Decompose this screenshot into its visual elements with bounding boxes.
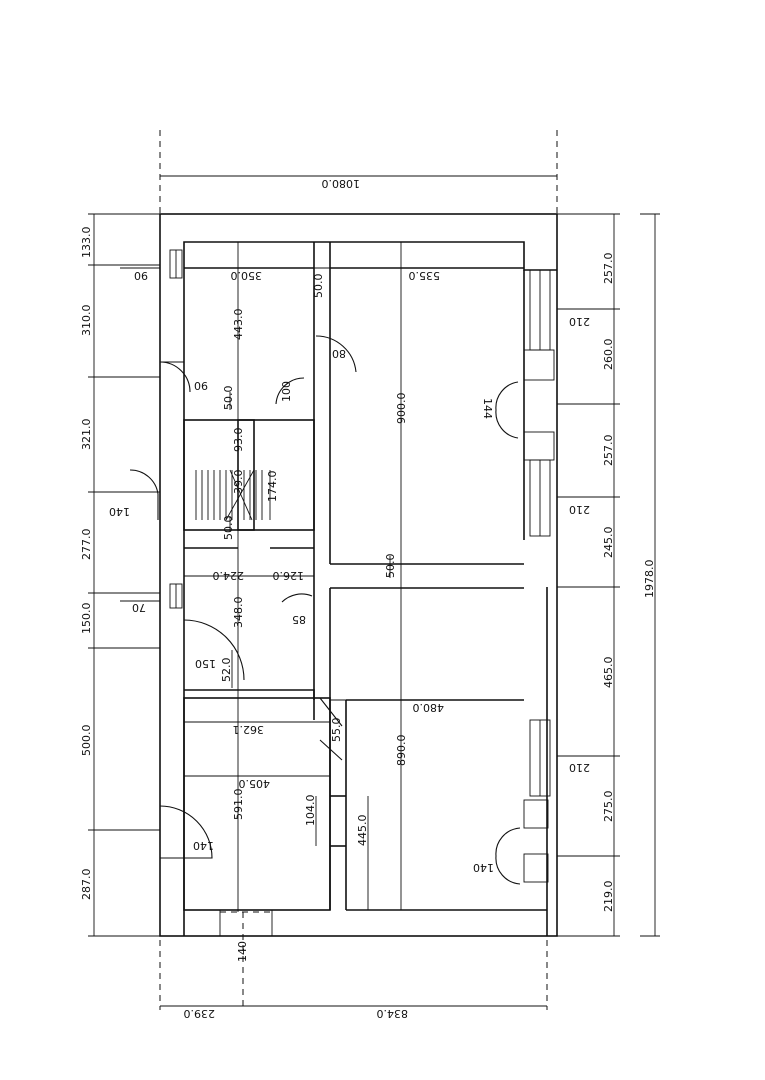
dim-room-br-depth: 890.0 xyxy=(395,735,408,767)
dim-closet-55: 55.0 xyxy=(330,718,343,743)
dim-right-6: 219.0 xyxy=(602,881,615,913)
opening-win-right-3: 210 xyxy=(569,761,590,774)
dim-room-tl-width: 350.0 xyxy=(231,269,263,282)
opening-door-100: 100 xyxy=(280,381,293,402)
dim-left-4: 150.0 xyxy=(80,603,93,635)
dim-partition-50-b: 50.0 xyxy=(222,386,235,411)
dim-bottom-left: 239.0 xyxy=(184,1007,216,1020)
dimension-lines xyxy=(88,175,660,1007)
dim-partition-50-c: 50.0 xyxy=(222,516,235,541)
dim-right-0: 257.0 xyxy=(602,253,615,285)
dim-bottom-right: 834.0 xyxy=(377,1007,409,1020)
dim-left-0: 133.0 xyxy=(80,227,93,259)
dim-hall-224: 224.0 xyxy=(213,569,245,582)
opening-door-left-1: 90 xyxy=(194,379,208,392)
dim-right-4: 465.0 xyxy=(602,657,615,689)
opening-win-right-2: 210 xyxy=(569,503,590,516)
dim-bottom-opening: 140 xyxy=(236,941,249,962)
dim-room-tr-width: 535.0 xyxy=(409,269,441,282)
dim-room-tl-depth: 443.0 xyxy=(232,309,245,341)
dim-left-6: 287.0 xyxy=(80,869,93,901)
opening-door-hall-150: 150 xyxy=(195,657,216,670)
dim-bath-405: 405.0 xyxy=(239,777,271,790)
opening-door-bath-140: 140 xyxy=(193,839,214,852)
dim-right-1: 260.0 xyxy=(602,339,615,371)
dim-bath-104: 104.0 xyxy=(304,795,317,827)
opening-win-right-1: 210 xyxy=(569,315,590,328)
dim-right-3: 245.0 xyxy=(602,527,615,559)
dim-left-3: 277.0 xyxy=(80,529,93,561)
windows xyxy=(169,249,555,883)
dim-partition-50-d: 50.0 xyxy=(384,554,397,579)
dim-right-5: 275.0 xyxy=(602,791,615,823)
door-swings xyxy=(129,335,521,885)
opening-win-left-1: 90 xyxy=(134,269,148,282)
dim-bath-591: 591.0 xyxy=(232,789,245,821)
dim-hall-348: 348.0 xyxy=(232,597,245,629)
dim-total-height: 1978.0 xyxy=(643,560,656,599)
dim-hall-52: 52.0 xyxy=(220,658,233,683)
dim-left-2: 321.0 xyxy=(80,419,93,451)
dim-bath-362: 362.1 xyxy=(233,723,265,736)
opening-door-80: 80 xyxy=(332,347,346,360)
opening-door-right-140: 140 xyxy=(473,861,494,874)
dim-left-1: 310.0 xyxy=(80,305,93,337)
dim-stair-39: 39.0 xyxy=(232,470,245,495)
interior-walls xyxy=(183,242,524,937)
dim-room-br-width: 480.0 xyxy=(413,701,445,714)
dim-stair-174: 174.0 xyxy=(266,471,279,503)
dim-hall-126: 126.0 xyxy=(273,569,305,582)
opening-door-right-144: 144 xyxy=(481,398,494,419)
dim-partition-50-a: 50.0 xyxy=(312,274,325,299)
dim-room-tr-depth: 900.0 xyxy=(395,393,408,425)
opening-door-stair-140: 140 xyxy=(109,505,130,518)
opening-door-85: 85 xyxy=(292,613,306,626)
dim-closet-445: 445.0 xyxy=(356,815,369,847)
dim-left-5: 500.0 xyxy=(80,725,93,757)
dim-stair-93: 93.0 xyxy=(232,428,245,453)
dim-top-total: 1080.0 xyxy=(322,177,361,190)
dimension-labels: 1080.0 239.0 834.0 140 133.0 310.0 321.0… xyxy=(80,177,656,1020)
dim-right-2: 257.0 xyxy=(602,435,615,467)
opening-win-left-2: 70 xyxy=(132,601,146,614)
